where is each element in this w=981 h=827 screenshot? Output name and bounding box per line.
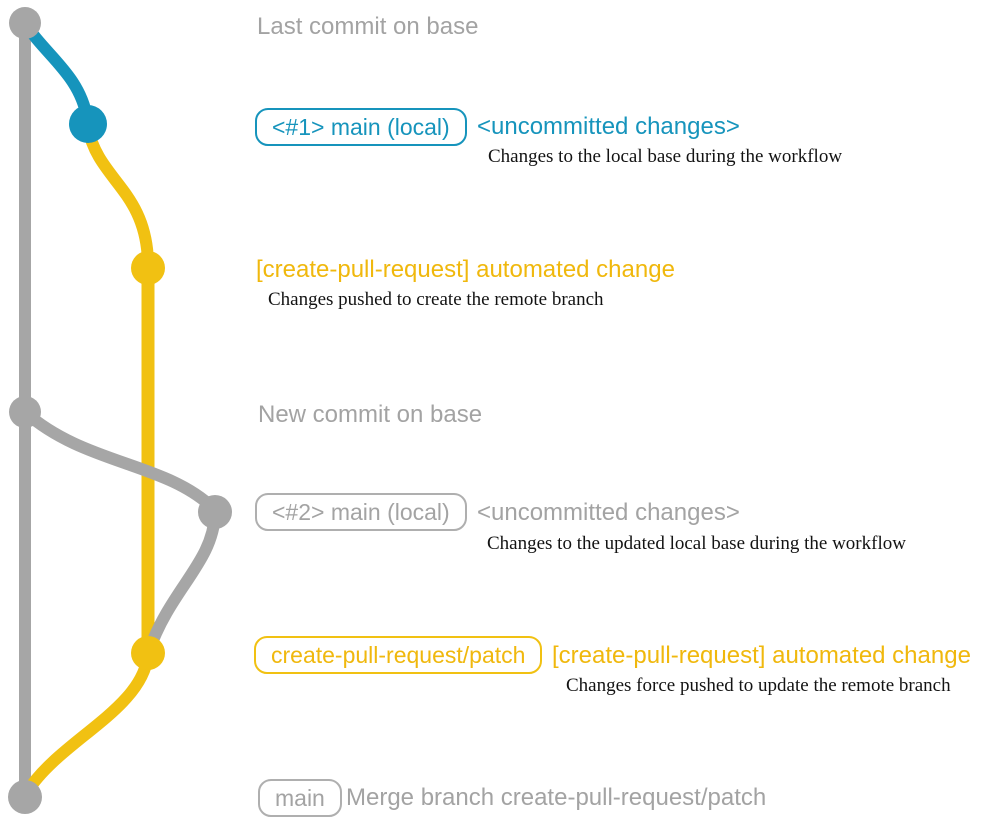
commit-dot-main-local-2 [198, 495, 232, 529]
label-uncommitted-changes-1: <uncommitted changes> [477, 113, 740, 140]
label-uncommitted-changes-2: <uncommitted changes> [477, 499, 740, 526]
commit-dot-main-local-1 [69, 105, 107, 143]
label-automated-change-2: [create-pull-request] automated change [552, 642, 971, 669]
badge-main: main [258, 779, 342, 817]
label-new-commit-on-base: New commit on base [258, 401, 483, 428]
label-automated-change-1: [create-pull-request] automated change [256, 256, 675, 283]
edge-patch-to-merge [21, 649, 154, 798]
edge-main-local-1-to-patch [82, 122, 154, 268]
commit-dot-automated-change-1 [131, 251, 165, 285]
badge-patch-branch: create-pull-request/patch [254, 636, 543, 674]
label-merge-branch: Merge branch create-pull-request/patch [346, 784, 767, 811]
note-force-pushed-remote-branch: Changes force pushed to update the remot… [566, 675, 951, 696]
commit-dot-automated-change-2 [131, 636, 165, 670]
label-last-commit-on-base: Last commit on base [257, 13, 479, 40]
badge-main-local-1: <#1> main (local) [255, 108, 467, 146]
commit-dot-new-commit-on-base [9, 396, 41, 428]
note-updated-local-base-changes: Changes to the updated local base during… [487, 533, 906, 554]
edge-base-to-main-local-1 [19, 17, 93, 124]
git-graph [8, 7, 232, 814]
commit-dot-merge [8, 780, 42, 814]
note-pushed-create-remote-branch: Changes pushed to create the remote bran… [268, 289, 604, 310]
edge-main-local-2-to-patch [144, 508, 221, 654]
commit-dot-last-commit-on-base [9, 7, 41, 39]
note-local-base-changes: Changes to the local base during the wor… [488, 146, 843, 167]
badge-main-local-2: <#2> main (local) [255, 493, 467, 531]
edge-base-to-main-local-2 [19, 406, 219, 514]
